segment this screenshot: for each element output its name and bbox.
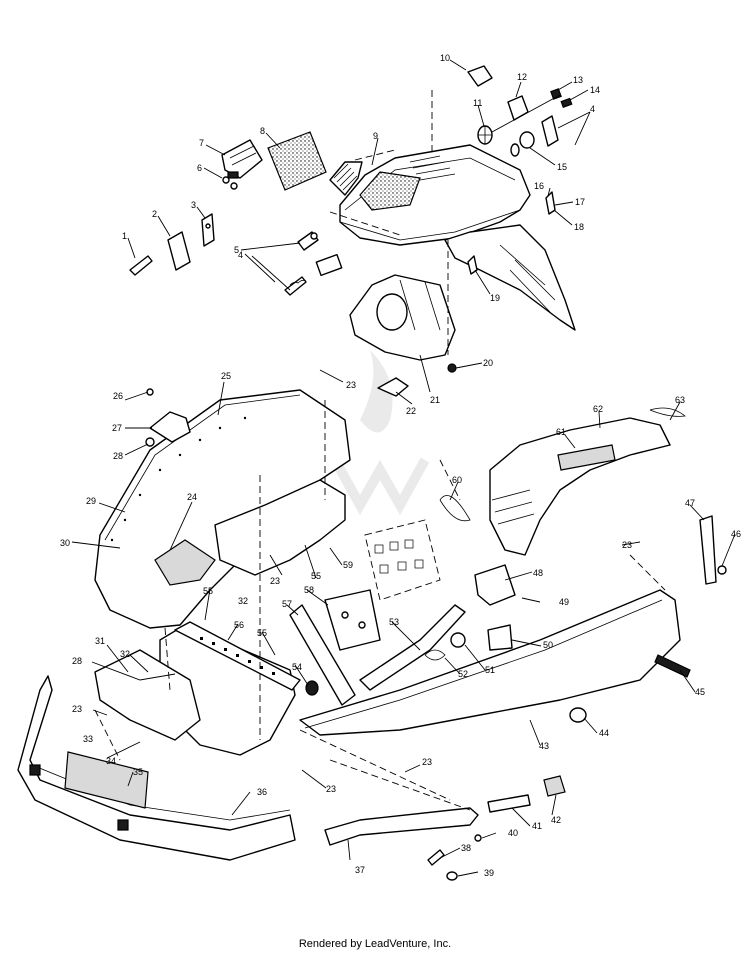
callout-4b: 4 <box>590 104 595 114</box>
callout-41: 41 <box>532 821 542 831</box>
callout-57: 57 <box>282 599 292 609</box>
callout-23c: 23 <box>72 704 82 714</box>
callout-18: 18 <box>574 222 584 232</box>
callout-51: 51 <box>485 665 495 675</box>
callout-40: 40 <box>508 828 518 838</box>
callout-54: 54 <box>292 662 302 672</box>
callout-60: 60 <box>452 475 462 485</box>
callout-50: 50 <box>543 640 553 650</box>
callout-8: 8 <box>260 126 265 136</box>
callout-12: 12 <box>517 72 527 82</box>
watermark-logo <box>330 350 430 516</box>
callout-38: 38 <box>461 843 471 853</box>
callout-23b: 23 <box>270 576 280 586</box>
callout-45: 45 <box>695 687 705 697</box>
callout-23f: 23 <box>326 784 336 794</box>
callout-4: 4 <box>238 250 243 260</box>
callout-36: 36 <box>257 787 267 797</box>
callout-48: 48 <box>533 568 543 578</box>
callout-24: 24 <box>187 492 197 502</box>
callout-2: 2 <box>152 209 157 219</box>
callout-52: 52 <box>458 669 468 679</box>
callout-6: 6 <box>197 163 202 173</box>
callout-13: 13 <box>573 75 583 85</box>
callout-53: 53 <box>389 617 399 627</box>
callout-33: 33 <box>83 734 93 744</box>
callout-23e: 23 <box>422 757 432 767</box>
callout-3: 3 <box>191 200 196 210</box>
callout-10: 10 <box>440 53 450 63</box>
callout-23: 23 <box>346 380 356 390</box>
callout-19: 19 <box>490 293 500 303</box>
callout-5: 5 <box>234 245 239 255</box>
callout-37: 37 <box>355 865 365 875</box>
callout-63: 63 <box>675 395 685 405</box>
callout-23d: 23 <box>622 540 632 550</box>
callout-55: 55 <box>203 586 213 596</box>
footer-credit: Rendered by LeadVenture, Inc. <box>298 938 452 950</box>
callout-30: 30 <box>60 538 70 548</box>
callout-46: 46 <box>731 529 741 539</box>
callout-62: 62 <box>593 404 603 414</box>
callout-39: 39 <box>484 868 494 878</box>
callout-16: 16 <box>534 181 544 191</box>
callout-22: 22 <box>406 406 416 416</box>
callout-21: 21 <box>430 395 440 405</box>
callout-7: 7 <box>199 138 204 148</box>
callout-28: 28 <box>113 451 123 461</box>
callout-31: 31 <box>95 636 105 646</box>
callout-55b: 55 <box>311 571 321 581</box>
callout-32b: 32 <box>120 649 130 659</box>
callout-9: 9 <box>373 131 378 141</box>
callout-26: 26 <box>113 391 123 401</box>
callout-42: 42 <box>551 815 561 825</box>
callout-43: 43 <box>539 741 549 751</box>
hood-assembly <box>129 65 576 397</box>
callout-59: 59 <box>343 560 353 570</box>
callout-20: 20 <box>483 358 493 368</box>
callout-labels: 1 2 3 4 5 6 7 8 9 10 11 12 13 14 4 15 16… <box>60 53 741 878</box>
callout-11: 11 <box>473 98 482 108</box>
callout-14: 14 <box>590 85 600 95</box>
callout-32: 32 <box>238 596 248 606</box>
callout-44: 44 <box>599 728 609 738</box>
lower-body <box>17 388 727 881</box>
callout-47: 47 <box>685 498 695 508</box>
callout-49: 49 <box>559 597 569 607</box>
callout-58: 58 <box>304 585 314 595</box>
callout-61: 61 <box>556 427 566 437</box>
callout-25: 25 <box>221 371 231 381</box>
callout-29: 29 <box>86 496 96 506</box>
callout-35: 35 <box>133 767 143 777</box>
callout-17: 17 <box>575 197 585 207</box>
leader-lines <box>71 59 736 877</box>
callout-28b: 28 <box>72 656 82 666</box>
callout-15: 15 <box>557 162 567 172</box>
callout-56: 56 <box>234 620 244 630</box>
callout-55c: 55 <box>257 628 267 638</box>
callout-1: 1 <box>122 231 127 241</box>
callout-27: 27 <box>112 423 122 433</box>
callout-34: 34 <box>106 756 116 766</box>
